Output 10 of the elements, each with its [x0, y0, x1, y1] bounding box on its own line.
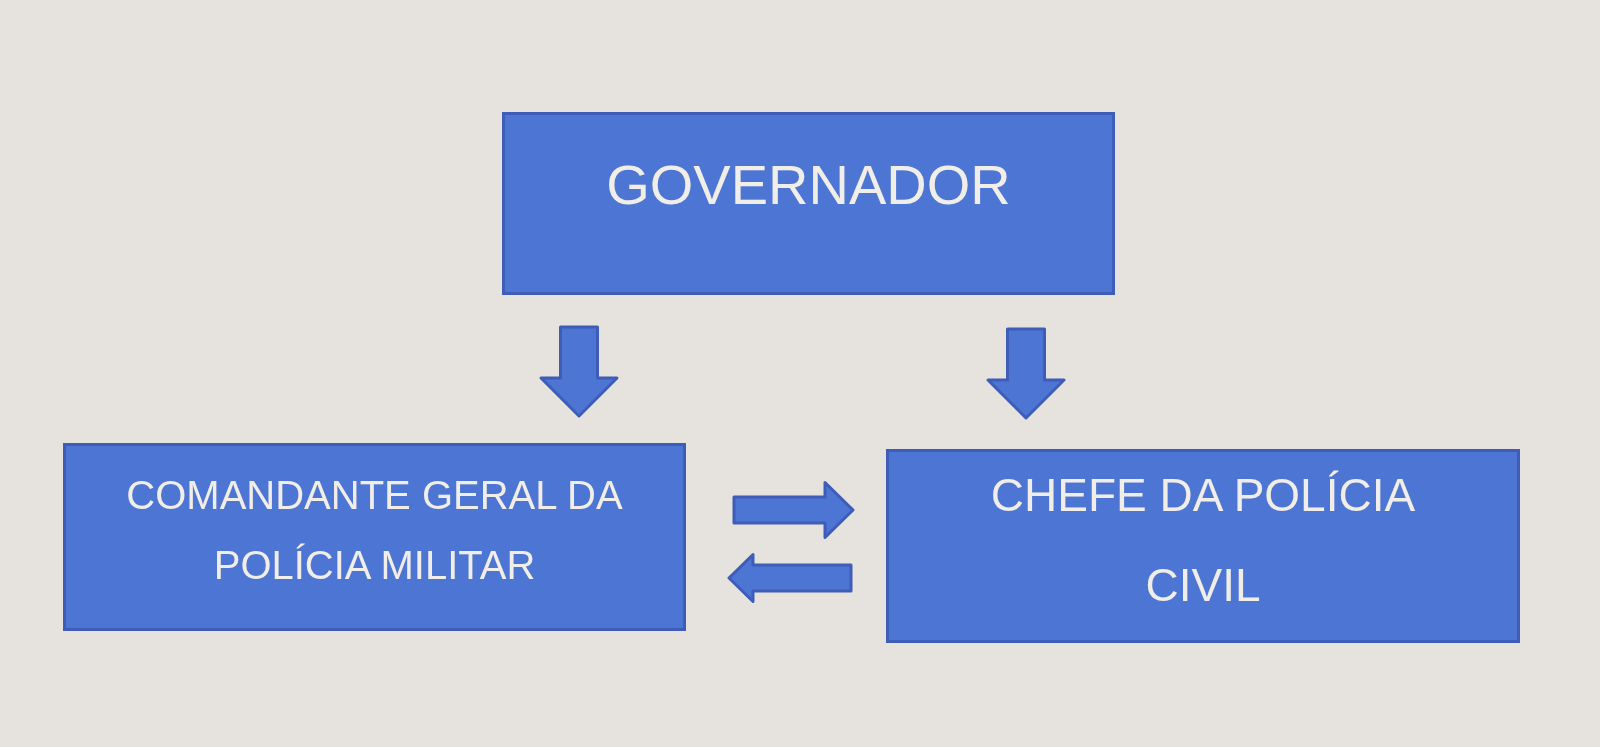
org-chart-box [886, 449, 1520, 643]
org-chart-box [502, 112, 1115, 295]
block-arrow [986, 327, 1066, 420]
block-arrow [727, 553, 853, 603]
block-arrow [732, 481, 855, 539]
role-title: GOVERNADOR [606, 151, 1011, 218]
block-arrow [539, 325, 619, 418]
role-title: CHEFE DA POLÍCIA CIVIL [989, 468, 1417, 613]
role-title: COMANDANTE GERAL DA POLÍCIA MILITAR [125, 472, 624, 589]
org-chart-box [63, 443, 686, 631]
